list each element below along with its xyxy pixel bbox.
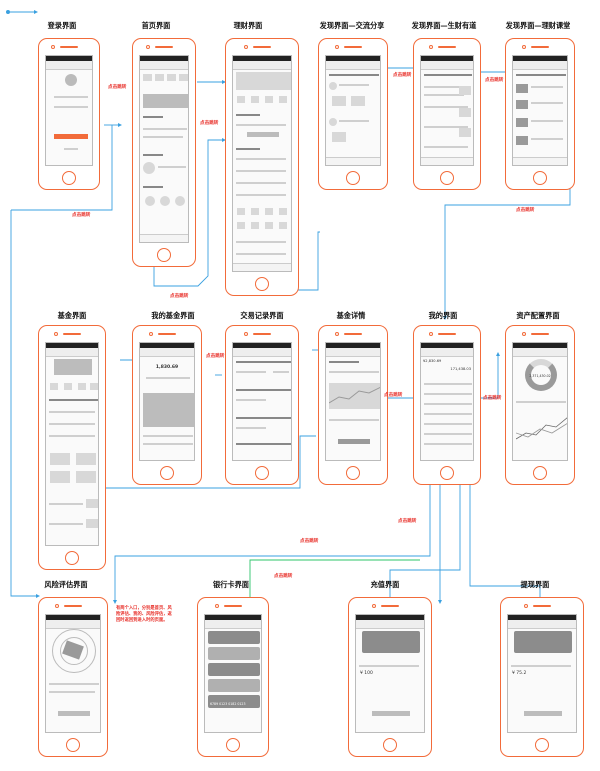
screen-title-funddetail: 基金详情 [336,311,366,320]
login-button[interactable] [54,134,88,139]
phone-trades[interactable] [225,325,299,485]
myfund-total: 1,830.69 [155,365,179,370]
phone-withdraw[interactable]: ¥ 75.2 [500,597,584,757]
fund-trend-chart [329,386,380,404]
screen-title-discover2: 发现界面—生财有道 [411,21,477,30]
link-label: 点击跳转 [393,73,412,78]
link-label: 点击跳转 [485,78,504,83]
link-label: 点击跳转 [516,208,535,213]
phone-discover-money[interactable] [413,38,481,190]
link-label: 点击跳转 [274,574,293,579]
link-label: 点击跳转 [384,393,403,398]
screen-title-me: 我的界面 [428,311,458,320]
screen-title-home: 首页界面 [141,21,171,30]
phone-bank[interactable]: 6789 0123 0182 0123 [197,597,269,757]
phone-risk[interactable] [38,597,108,757]
link-label: 点击跳转 [398,519,417,524]
withdraw-amount[interactable]: ¥ 75.2 [512,671,527,676]
phone-login[interactable] [38,38,100,190]
wealth-screen [232,55,292,272]
link-label: 点击跳转 [483,396,502,401]
link-label: 点击跳转 [72,213,91,218]
start-marker [6,10,10,14]
phone-discover-class[interactable] [505,38,575,190]
phone-wealth[interactable] [225,38,299,296]
risk-entry-note: 有两个入口，分别是首页、风险评估、我的、风险评估，返回时返回到进入时的页面。 [116,606,172,624]
avatar [65,74,77,86]
risk-radar-chart [52,629,96,673]
banner-image [236,72,291,90]
screen-title-trades: 交易记录界面 [240,311,284,320]
me-balance: ¥2,830.69 [423,359,442,363]
link-label: 点击跳转 [206,354,225,359]
link-label: 点击跳转 [170,294,189,299]
screen-title-login: 登录界面 [47,21,77,30]
home-screen [139,55,189,243]
asset-total: 2,371,430.02 [529,374,551,378]
screen-title-recharge: 充值界面 [370,580,400,589]
screen-title-asset: 资产配置界面 [516,311,560,320]
phone-discover-share[interactable] [318,38,388,190]
phone-funddetail[interactable] [318,325,388,485]
screen-title-discover3: 发现界面—理财课堂 [505,21,571,30]
screen-title-discover1: 发现界面—交流分享 [319,21,385,30]
link-label: 点击跳转 [200,121,219,126]
link-label: 点击跳转 [108,85,127,90]
recharge-amount[interactable]: ¥ 100 [360,671,373,676]
asset-line-chart [516,417,567,440]
phone-me[interactable]: ¥2,830.69 171,438.03 [413,325,481,485]
login-screen [45,55,93,166]
phone-myfund[interactable]: 1,830.69 [132,325,202,485]
asset-donut-chart [525,359,557,391]
screen-title-myfund: 我的基金界面 [151,311,195,320]
bank-card-number: 6789 0123 0182 0123 [210,702,246,706]
me-income: 171,438.03 [450,367,471,371]
screen-title-risk: 风险评估界面 [44,580,88,589]
screen-title-withdraw: 提现界面 [520,580,550,589]
link-label: 点击跳转 [300,539,319,544]
phone-asset[interactable]: 2,371,430.02 [505,325,575,485]
phone-home[interactable] [132,38,196,267]
phone-recharge[interactable]: ¥ 100 [348,597,432,757]
phone-fund[interactable] [38,325,106,570]
screen-title-fund: 基金界面 [57,311,87,320]
home-button [62,171,76,185]
screen-title-bank: 银行卡界面 [213,580,249,589]
screen-title-wealth: 理财界面 [233,21,263,30]
